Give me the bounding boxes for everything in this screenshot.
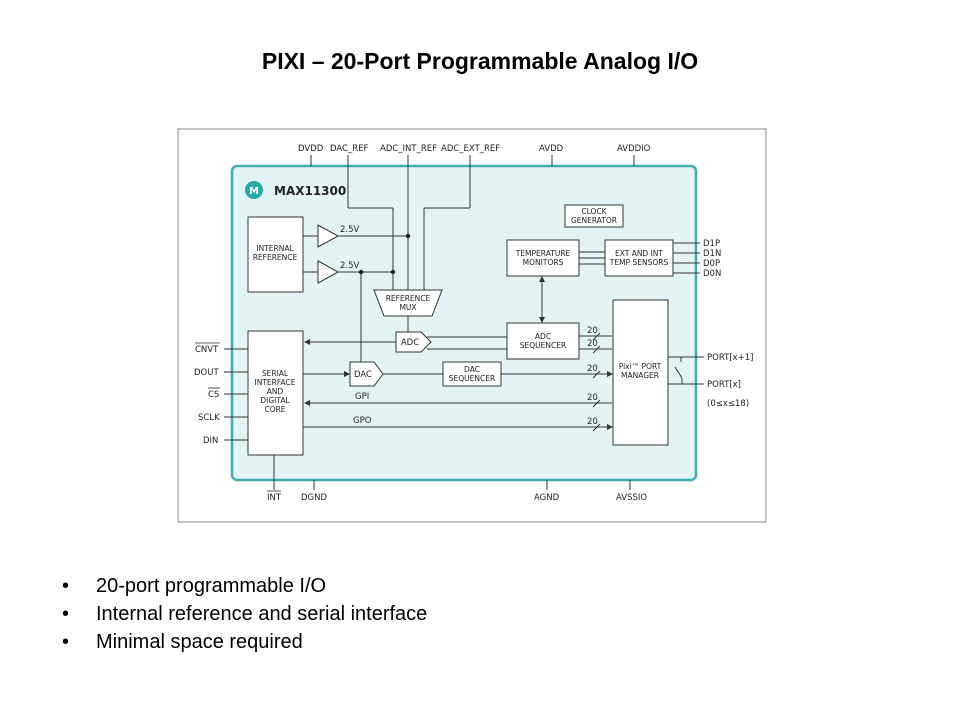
chip-body (230, 164, 698, 482)
pin-avdd: AVDD (539, 144, 564, 154)
pin-dout: DOUT (194, 368, 219, 378)
bullet-item: •Minimal space required (62, 631, 303, 653)
bullet-list: •20-port programmable I/O •Internal refe… (62, 572, 427, 656)
gpi-label: GPI (355, 392, 369, 402)
pin-agnd: AGND (534, 493, 560, 503)
pin-cs: CS (208, 390, 219, 400)
bus-width-4: 20 (587, 393, 598, 403)
pin-adc-ext-ref: ADC_EXT_REF (441, 144, 500, 154)
ref-voltage-2: 2.5V (340, 261, 360, 271)
block-dac: DAC (354, 370, 372, 380)
pin-port-x: PORT[x] (707, 380, 741, 390)
pin-d1p: D1P (703, 239, 720, 249)
ref-voltage-1: 2.5V (340, 225, 360, 235)
pin-avssio: AVSSIO (616, 493, 647, 503)
bus-width-2: 20 (587, 339, 598, 349)
pin-d0p: D0P (703, 259, 720, 269)
chip-name: MAX11300 (274, 184, 346, 198)
maxim-logo-icon (245, 181, 263, 199)
pin-d0n: D0N (703, 269, 721, 279)
pin-port-x1: PORT[x+1] (707, 353, 754, 363)
svg-text:M: M (249, 186, 259, 197)
pin-cnvt: CNVT (195, 345, 219, 355)
bullet-item: •20-port programmable I/O (62, 575, 327, 597)
pin-dgnd: DGND (301, 493, 327, 503)
pin-sclk: SCLK (198, 413, 220, 423)
bus-width-1: 20 (587, 326, 598, 336)
pin-adc-int-ref: ADC_INT_REF (380, 144, 437, 154)
bullet-item: •Internal reference and serial interface (62, 603, 428, 625)
pin-dac-ref: DAC_REF (330, 144, 369, 154)
gpo-label: GPO (353, 416, 372, 426)
pin-din: DIN (203, 436, 218, 446)
bus-width-5: 20 (587, 417, 598, 427)
pin-avddio: AVDDIO (617, 144, 651, 154)
pin-dvdd: DVDD (298, 144, 324, 154)
slide-title: PIXI – 20-Port Programmable Analog I/O (261, 48, 699, 74)
pin-int: INT (267, 493, 282, 503)
pin-d1n: D1N (703, 249, 721, 259)
bus-width-3: 20 (587, 364, 598, 374)
block-adc: ADC (401, 338, 419, 348)
port-range: (0≤x≤18) (707, 399, 749, 409)
